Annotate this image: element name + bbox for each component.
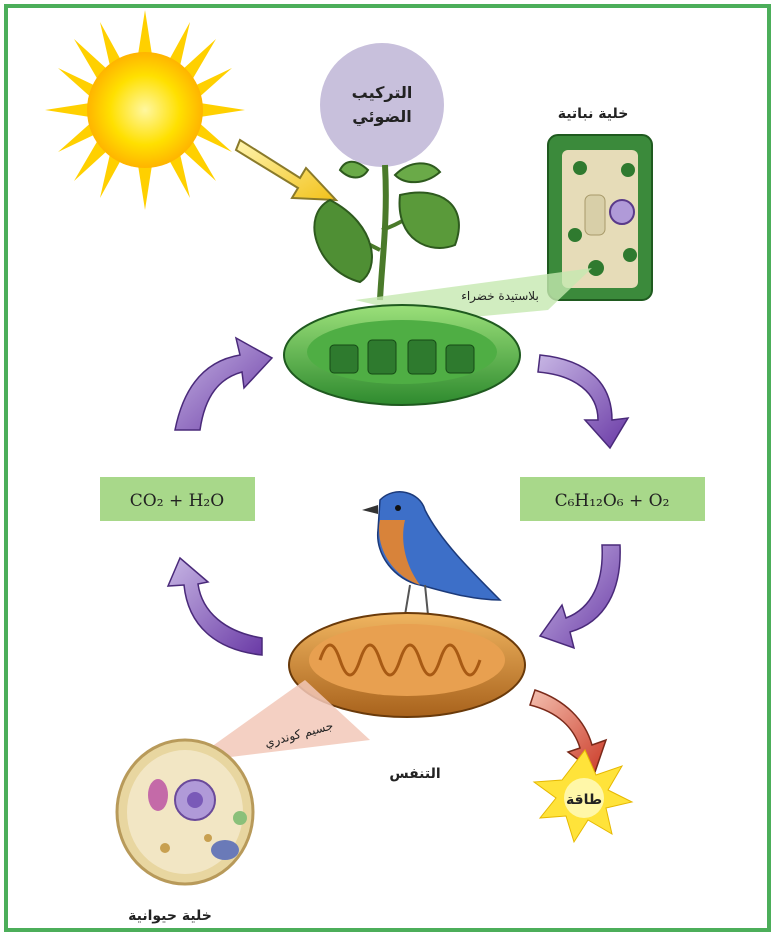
animal-cell-icon — [117, 740, 253, 884]
plant-icon — [314, 162, 459, 300]
bird-icon — [362, 492, 500, 615]
photosynthesis-label-line1: التركيب — [352, 83, 413, 102]
reactants-box: CO₂ + H₂O — [100, 477, 255, 521]
cycle-arrow-bottom-right — [540, 545, 620, 648]
sun-icon — [45, 10, 245, 210]
energy-burst-icon: طاقة — [534, 750, 632, 842]
energy-arrow — [530, 690, 606, 772]
animal-cell-label: خلية حيوانية — [128, 908, 212, 924]
products-equation: C₆H₁₂O₆ + O₂ — [555, 491, 670, 511]
sunlight-arrow — [236, 140, 336, 200]
reactants-equation: CO₂ + H₂O — [130, 491, 224, 511]
photosynthesis-label-line2: الضوئي — [352, 107, 411, 127]
cycle-arrow-top-left — [175, 338, 272, 430]
cycle-arrow-bottom-left — [168, 558, 262, 655]
respiration-label: التنفس — [389, 766, 440, 782]
photosynthesis-circle: التركيب الضوئي — [320, 43, 444, 167]
cycle-arrow-top-right — [538, 355, 628, 448]
products-box: C₆H₁₂O₆ + O₂ — [520, 477, 705, 521]
energy-label: طاقة — [566, 792, 602, 808]
chloroplast-icon — [284, 305, 520, 405]
chloroplast-label: بلاستيدة خضراء — [461, 289, 539, 304]
plant-cell-icon: خلية نباتية — [548, 106, 652, 300]
plant-cell-label: خلية نباتية — [558, 106, 629, 122]
